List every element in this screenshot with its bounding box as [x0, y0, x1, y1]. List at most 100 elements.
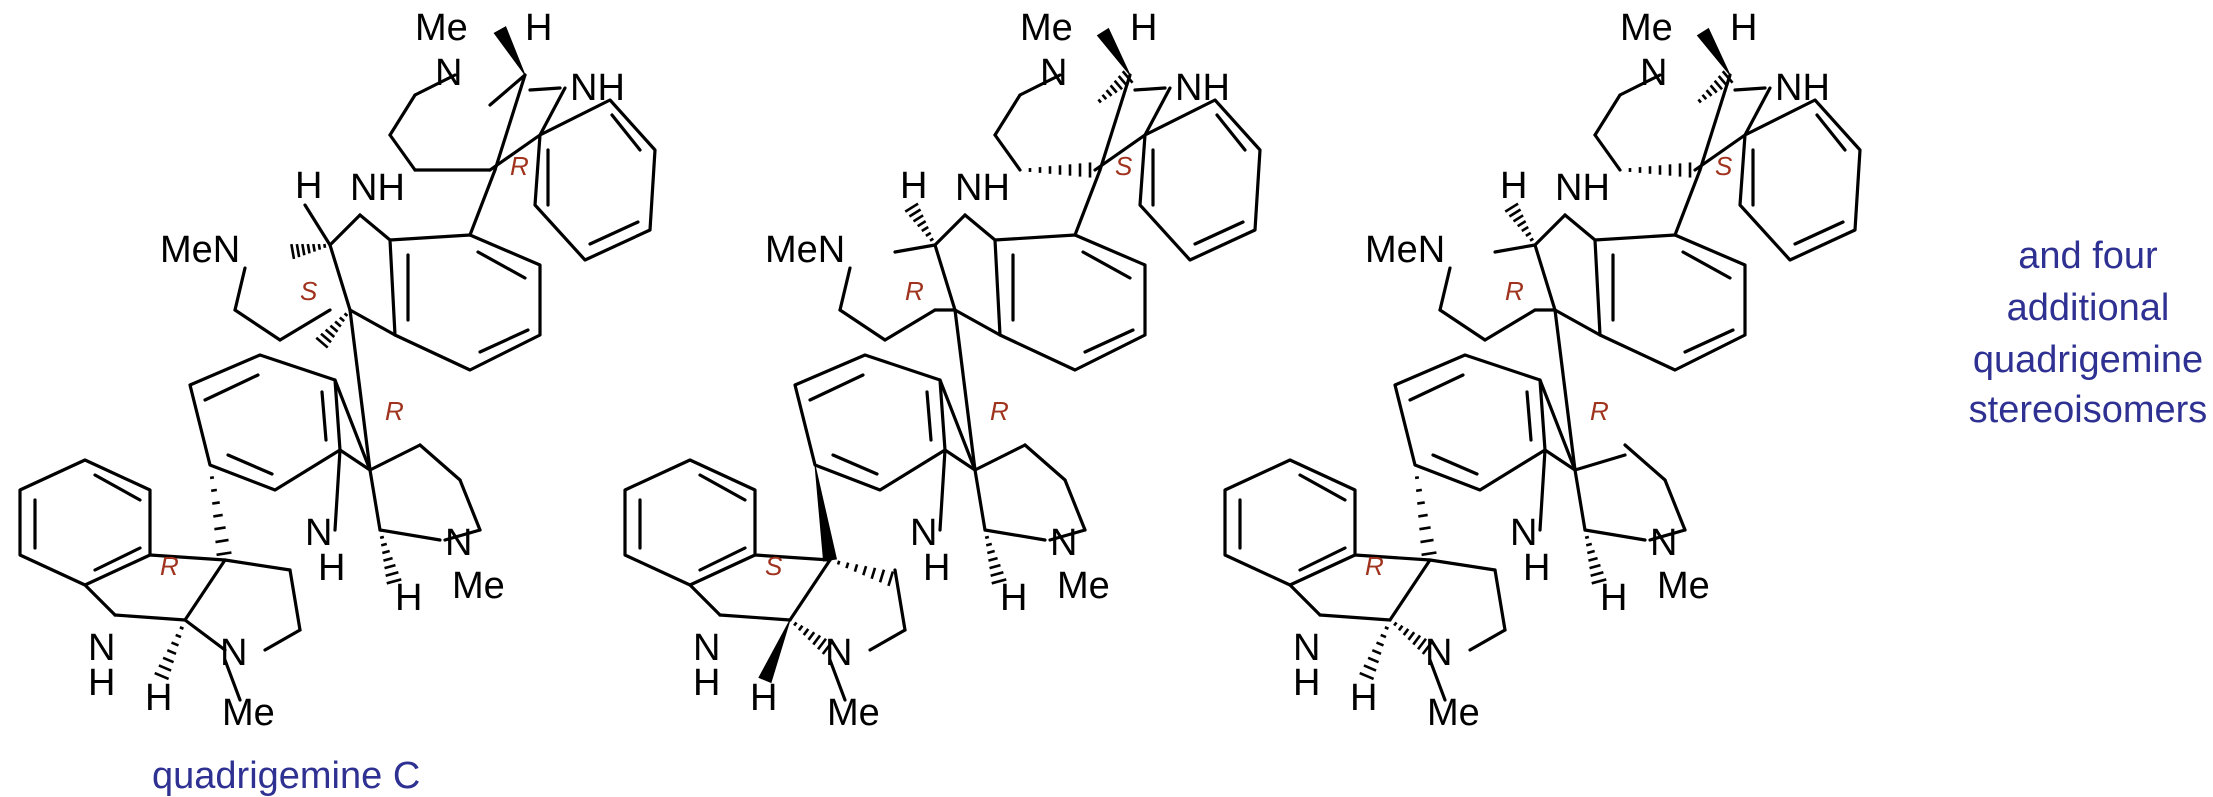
bond: [1073, 168, 1102, 237]
bond: [1593, 133, 1622, 172]
bond: [993, 93, 1022, 137]
bond: [1618, 73, 1662, 97]
bond: [223, 658, 242, 702]
bond: [1623, 443, 1667, 482]
bold-bond: [488, 73, 527, 107]
hashed-bond: [984, 535, 1007, 585]
aromatic-inner-bond: [831, 453, 879, 476]
nitrogen-label: N: [1293, 627, 1320, 669]
bond: [1468, 628, 1507, 652]
bond: [1018, 73, 1062, 97]
bond: [963, 213, 997, 242]
bond: [838, 308, 887, 342]
hydrogen-label: H: [923, 547, 950, 589]
methyl-label: Me: [1020, 7, 1073, 49]
bond: [333, 378, 372, 472]
bond: [1493, 568, 1507, 632]
bold-bond: [1673, 168, 1702, 237]
caption-note-line-1: and four: [2018, 235, 2158, 277]
nitrogen-label: N: [88, 627, 115, 669]
caption-note-line-2: additional: [2007, 287, 2170, 329]
bond: [348, 308, 372, 472]
aromatic-inner-bond: [320, 390, 328, 442]
upper-central-benzene: [388, 233, 542, 372]
bottom-benzene-ring: [1223, 458, 1357, 587]
methyl-label: Me: [452, 565, 505, 607]
wedge-bond: [758, 619, 791, 684]
bond: [1353, 553, 1432, 562]
amine-label: NH: [1175, 67, 1230, 109]
bond: [348, 308, 397, 337]
hashed-bond: [290, 243, 327, 260]
aromatic-inner-bond: [1298, 546, 1347, 572]
nitrogen-label: N: [1425, 632, 1452, 674]
hashed-bond: [209, 476, 232, 557]
bond: [1698, 73, 1732, 172]
hashed-bond: [1504, 202, 1534, 242]
hashed-bond: [1628, 162, 1692, 178]
aromatic-inner-bond: [1298, 473, 1347, 502]
hydrogen-label: H: [1130, 7, 1157, 49]
bond: [443, 528, 482, 542]
bond: [953, 308, 977, 472]
bond: [933, 213, 967, 247]
aromatic-inner-bond: [1525, 390, 1533, 442]
bond: [1388, 558, 1432, 622]
stereo-label: R: [905, 276, 924, 306]
bottom-benzene-ring: [623, 458, 757, 587]
wedge-bond: [814, 464, 838, 562]
aromatic-inner-bond: [1408, 373, 1465, 402]
bond: [1438, 266, 1452, 312]
amine-label: NH: [570, 67, 625, 109]
bond: [1533, 213, 1567, 247]
hashed-bond: [1414, 476, 1437, 557]
bond: [1288, 583, 1322, 617]
bond: [973, 468, 987, 532]
aromatic-inner-bond: [698, 546, 747, 572]
bond: [1438, 308, 1487, 342]
bold-bond: [1493, 243, 1537, 254]
bond: [1733, 86, 1767, 92]
aromatic-inner-bond: [478, 328, 530, 354]
bold-bond: [973, 443, 1027, 472]
bond: [1428, 658, 1447, 702]
aromatic-inner-bond: [226, 453, 274, 476]
caption-quadrigemine-c: quadrigemine C: [152, 755, 420, 797]
bond: [528, 86, 562, 92]
aromatic-inner-bond: [1793, 220, 1845, 246]
stereo-label: R: [510, 151, 529, 181]
bold-bond: [1483, 308, 1537, 342]
aromatic-inner-bond: [1815, 113, 1847, 152]
methyl-label: Me: [222, 692, 275, 734]
bond: [1563, 213, 1597, 242]
bond: [688, 583, 722, 617]
stereo-label: R: [990, 396, 1009, 426]
bold-bond: [893, 243, 937, 254]
bond: [828, 658, 847, 702]
bond: [263, 628, 302, 652]
bond: [493, 73, 527, 172]
bond: [233, 266, 247, 312]
bold-bond: [1583, 528, 1647, 542]
hashed-bond: [904, 202, 934, 242]
aromatic-inner-bond: [1193, 220, 1245, 246]
aromatic-inner-bond: [1431, 453, 1479, 476]
hashed-bond: [836, 560, 895, 587]
hydrogen-label: H: [1600, 577, 1627, 619]
bold-bond: [1573, 453, 1627, 472]
methyl-label: Me: [415, 7, 468, 49]
methyl-label: Me: [1057, 565, 1110, 607]
nitrogen-label: N: [1040, 52, 1067, 94]
aromatic-inner-bond: [1681, 250, 1732, 280]
bond: [333, 448, 342, 532]
bold-bond: [1428, 558, 1497, 572]
aromatic-inner-bond: [476, 250, 527, 280]
hydrogen-label: H: [88, 662, 115, 704]
bold-bond: [183, 618, 227, 652]
hydrogen-label: H: [295, 165, 322, 207]
upper-central-benzene: [993, 233, 1147, 372]
hashed-bond: [315, 312, 349, 349]
